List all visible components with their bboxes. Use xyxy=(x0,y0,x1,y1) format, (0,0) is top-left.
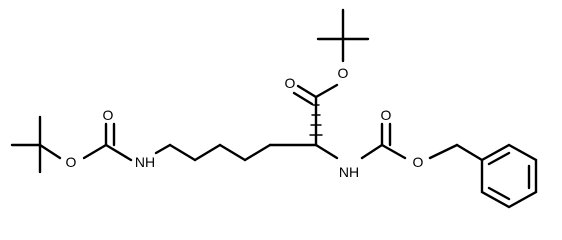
atom-label-n-epsilon: NH xyxy=(135,154,155,170)
bond xyxy=(82,143,108,160)
atom-label-o-boc-ester: O xyxy=(66,154,77,170)
atom-labels: O O O O NH O NH O xyxy=(66,65,424,180)
atom-label-o-boc-carbonyl: O xyxy=(103,107,114,123)
stereo-hash xyxy=(309,104,323,136)
atom-label-o-carbonyl: O xyxy=(285,75,296,91)
atom-label-o-ester: O xyxy=(338,65,349,81)
bond xyxy=(314,143,339,160)
ring-outline xyxy=(480,143,538,209)
bond xyxy=(292,91,314,106)
bond xyxy=(314,83,339,99)
bond xyxy=(243,143,272,162)
benzene-ring xyxy=(480,143,538,209)
atom-label-n-alpha: NH xyxy=(339,164,359,180)
bond xyxy=(168,143,197,162)
bond xyxy=(428,143,459,160)
bond xyxy=(360,143,384,160)
bond xyxy=(380,143,407,160)
molecule-drawing: O O O O NH O NH O xyxy=(10,8,538,209)
atom-label-o-cbz-ester: O xyxy=(413,154,424,170)
bonds xyxy=(10,8,484,174)
atom-label-o-cbz-carbonyl: O xyxy=(381,107,392,123)
bond xyxy=(296,84,318,99)
bond xyxy=(193,143,222,162)
ring-double-bond xyxy=(487,151,511,166)
bond xyxy=(154,143,172,155)
bond xyxy=(38,143,62,160)
bond xyxy=(104,143,133,162)
ring-double-bond xyxy=(487,186,511,201)
bond xyxy=(218,143,247,162)
structure-diagram: O O O O NH O NH O xyxy=(10,8,538,209)
bond xyxy=(455,143,484,162)
